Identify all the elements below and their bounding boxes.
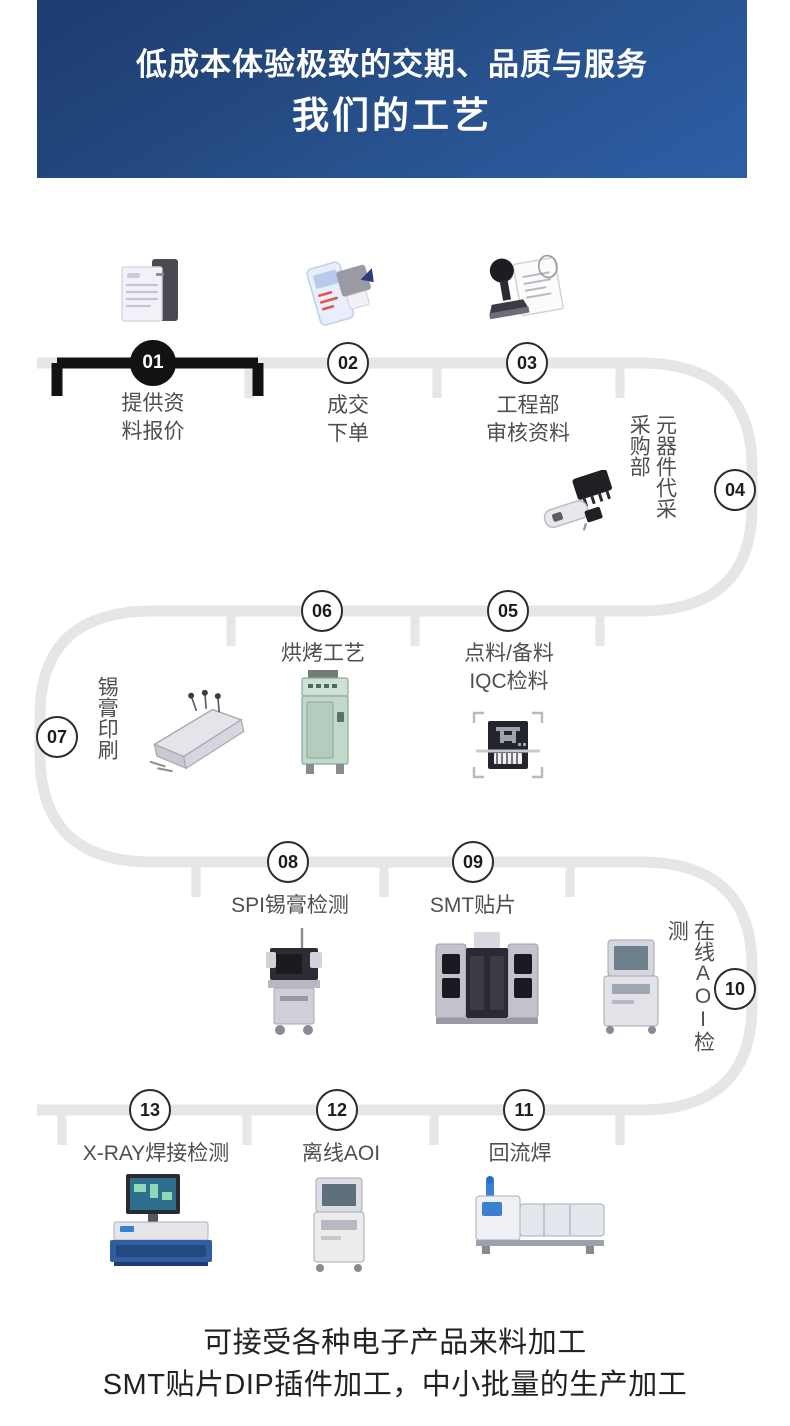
xray-inspection-icon: [100, 1172, 222, 1268]
aoi-online-icon: [596, 936, 666, 1034]
banner-subtitle: 低成本体验极致的交期、品质与服务: [136, 46, 648, 82]
pick-place-machine-icon: [432, 930, 542, 1026]
footer-text: 可接受各种电子产品来料加工 SMT贴片DIP插件加工，中小批量的生产加工: [0, 1322, 790, 1407]
spi-inspection-icon: [258, 926, 328, 1038]
step-label-08: SPI锡膏检测: [231, 894, 349, 917]
step-label-13: X-RAY焊接检测: [82, 1142, 230, 1165]
step-label-11: 回流焊: [488, 1142, 552, 1165]
solder-printer-icon: [136, 690, 252, 786]
step-node-01[interactable]: 01: [130, 340, 176, 386]
footer-line-2: SMT贴片DIP插件加工，中小批量的生产加工: [102, 1369, 688, 1402]
step-node-05[interactable]: 05: [487, 590, 529, 632]
reflow-oven-icon: [468, 1176, 608, 1256]
baking-oven-icon: [292, 668, 358, 776]
aoi-offline-icon: [308, 1176, 370, 1272]
step-label-03: 工程部 审核资料: [486, 394, 570, 445]
step-node-03[interactable]: 03: [506, 342, 548, 384]
step-node-12[interactable]: 12: [316, 1089, 358, 1131]
step-node-11[interactable]: 11: [503, 1089, 545, 1131]
step-label-10: 在线AOI检测: [665, 920, 715, 1052]
step-node-02[interactable]: 02: [327, 342, 369, 384]
step-label-07: 锡膏印刷: [95, 676, 119, 760]
ic-chip-icon: [536, 470, 626, 540]
document-printer-icon: [112, 251, 188, 335]
step-label-06: 烘烤工艺: [281, 642, 365, 665]
step-label-04: 元器件代采 采购部: [627, 414, 677, 519]
step-node-13[interactable]: 13: [129, 1089, 171, 1131]
step-node-10[interactable]: 10: [714, 968, 756, 1010]
step-label-01: 提供资 料报价: [121, 392, 185, 443]
step-label-12: 离线AOI: [301, 1142, 381, 1165]
step-label-02: 成交 下单: [327, 394, 369, 445]
step-node-04[interactable]: 04: [714, 469, 756, 511]
step-node-07[interactable]: 07: [36, 716, 78, 758]
step-node-06[interactable]: 06: [301, 590, 343, 632]
step-label-05: 点料/备料 IQC检料: [464, 642, 554, 693]
pcb-scan-icon: [468, 705, 548, 785]
step-node-09[interactable]: 09: [452, 841, 494, 883]
mobile-order-icon: [306, 254, 388, 334]
header-banner: 低成本体验极致的交期、品质与服务 我们的工艺: [37, 0, 747, 178]
banner-title: 我们的工艺: [292, 94, 492, 136]
step-label-09: SMT贴片: [429, 894, 517, 917]
step-node-08[interactable]: 08: [267, 841, 309, 883]
footer-line-1: 可接受各种电子产品来料加工: [203, 1327, 587, 1359]
stamp-approval-icon: [484, 250, 576, 334]
